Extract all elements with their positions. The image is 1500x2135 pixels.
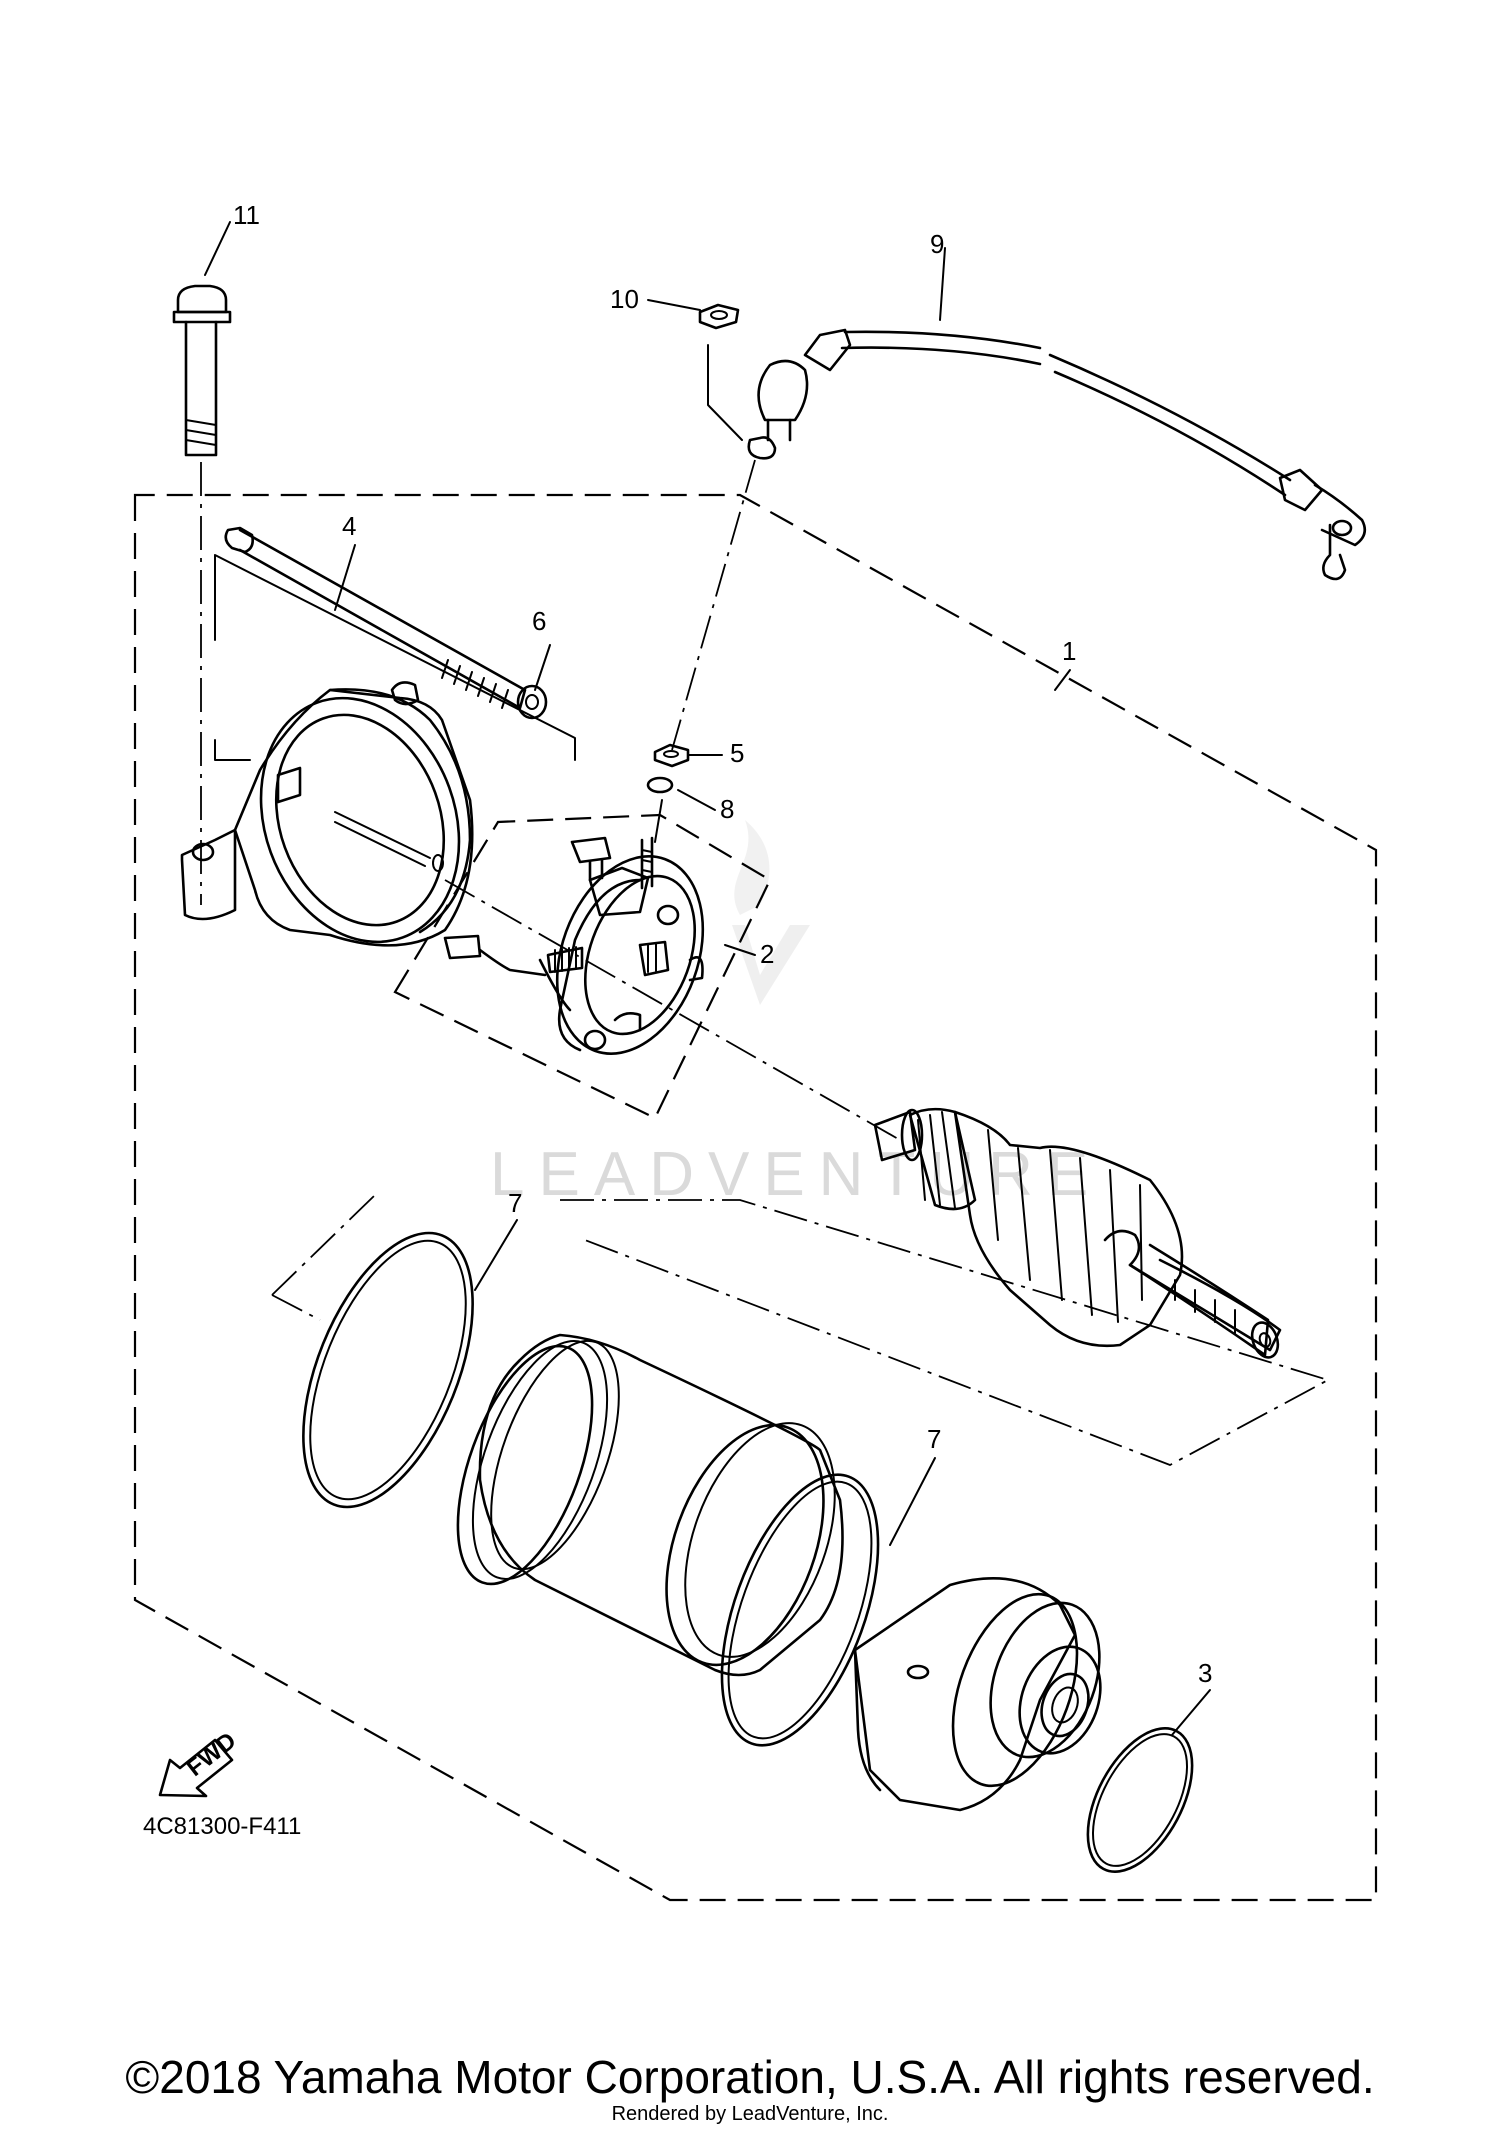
centerline-9-5 [671, 459, 756, 751]
front-cover-housing [180, 681, 474, 947]
part-9-starter-cable [747, 328, 1367, 581]
leadventure-watermark-text: LEADVENTURE [490, 1140, 1102, 1209]
callout-7b: 7 [927, 1424, 941, 1454]
centerline-main [444, 879, 901, 1141]
diagram-code: 4C81300-F411 [143, 1813, 301, 1840]
callout-4: 4 [342, 511, 356, 541]
callout-11: 11 [233, 200, 260, 230]
callout-2: 2 [760, 939, 774, 969]
callout-9: 9 [930, 229, 944, 259]
part-7-o-ring-right [720, 1473, 880, 1747]
part-4-through-bolt [214, 526, 576, 761]
leadventure-watermark-logo [732, 820, 810, 1005]
yoke-group-outline [271, 1194, 1331, 1466]
part-3-o-ring [1086, 1727, 1194, 1873]
starter-assembly-outline [133, 493, 1378, 1902]
leader-lines [204, 221, 1211, 1736]
part-8-o-ring [646, 776, 674, 843]
part-11-bolt [172, 284, 232, 905]
part-7-o-ring-left [302, 1231, 474, 1509]
copyright-notice: ©2018 Yamaha Motor Corporation, U.S.A. A… [125, 2051, 1375, 2103]
callout-3: 3 [1198, 1658, 1212, 1688]
part-5-nut [653, 743, 690, 768]
rendered-by-notice: Rendered by LeadVenture, Inc. [611, 2103, 889, 2125]
callout-8: 8 [720, 794, 734, 824]
fwd-label: FWD [182, 1727, 242, 1782]
part-6-washer [516, 684, 548, 720]
callout-6: 6 [532, 606, 546, 636]
brush-holder-outline [393, 813, 772, 1120]
callout-1: 1 [1062, 636, 1076, 666]
callout-5: 5 [730, 738, 744, 768]
callout-7a: 7 [508, 1188, 522, 1218]
part-2-brush-holder [443, 836, 705, 1055]
yoke-body [456, 1333, 844, 1677]
part-10-nut [698, 303, 743, 441]
rear-end-cover [853, 1577, 1102, 1812]
fwd-arrow-icon: FWD [158, 1727, 242, 1798]
callout-10: 10 [610, 284, 639, 314]
